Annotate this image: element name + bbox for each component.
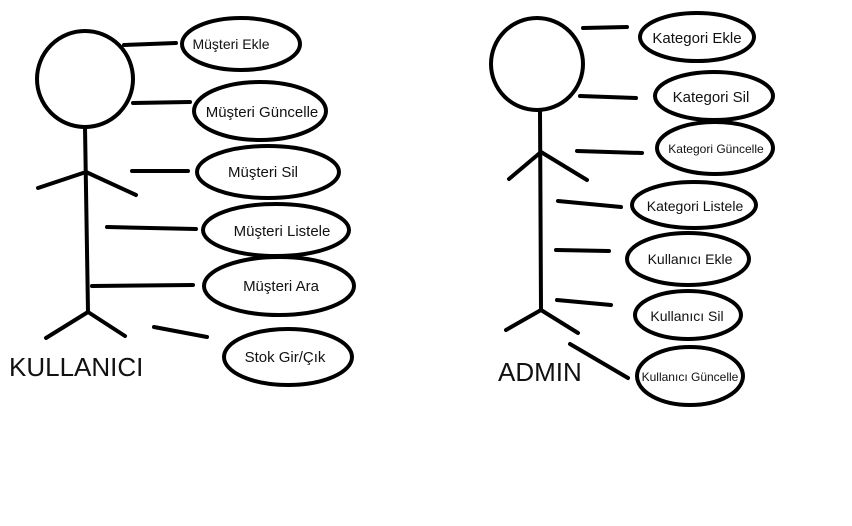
use-case-musteri-guncelle: Müşteri Güncelle <box>192 80 328 142</box>
actor-right-leg <box>539 308 580 335</box>
use-case-kategori-listele: Kategori Listele <box>630 180 758 230</box>
use-case-kategori-sil: Kategori Sil <box>653 70 775 122</box>
actor-head <box>489 16 585 112</box>
actor-body <box>538 108 543 312</box>
association-line <box>131 100 192 105</box>
user-associations <box>90 41 209 339</box>
actor-body <box>83 125 90 314</box>
use-case-label: Müşteri Listele <box>234 223 331 240</box>
use-case-label: Müşteri Sil <box>228 164 298 181</box>
actor-admin: ADMIN <box>489 16 589 387</box>
use-case-stok-gir-cik: Stok Gir/Çık <box>222 327 354 387</box>
use-case-label: Kategori Sil <box>673 89 750 106</box>
use-case-label: Kategori Listele <box>647 198 744 214</box>
actor-left-leg <box>44 310 90 340</box>
actor-head <box>35 29 135 129</box>
association-line <box>555 298 613 307</box>
use-case-label: Kategori Güncelle <box>668 142 764 156</box>
use-case-kullanici-guncelle: Kullanıcı Güncelle <box>635 345 745 407</box>
association-line <box>578 94 638 100</box>
use-case-label: Müşteri Ekle <box>192 36 269 52</box>
actor-left-arm <box>507 150 543 181</box>
association-line <box>554 248 611 253</box>
use-case-musteri-listele: Müşteri Listele <box>201 202 351 258</box>
association-line <box>568 342 630 380</box>
use-case-label: Kullanıcı Sil <box>650 308 723 324</box>
use-case-label: Müşteri Ara <box>243 278 320 295</box>
actor-left-arm <box>36 170 88 190</box>
use-case-label: Stok Gir/Çık <box>245 349 326 366</box>
actor-label: ADMIN <box>498 357 582 387</box>
use-case-label: Kullanıcı Ekle <box>648 251 733 267</box>
use-case-label: Müşteri Güncelle <box>206 104 319 121</box>
use-case-musteri-ekle: Müşteri Ekle <box>180 16 302 72</box>
use-case-musteri-sil: Müşteri Sil <box>195 144 341 200</box>
association-line <box>556 199 623 209</box>
use-case-kullanici-sil: Kullanıcı Sil <box>633 289 743 341</box>
use-case-kategori-guncelle: Kategori Güncelle <box>655 120 775 176</box>
actor-left-leg <box>504 308 543 332</box>
use-case-kullanici-ekle: Kullanıcı Ekle <box>625 231 751 287</box>
use-case-label: Kategori Ekle <box>652 30 741 47</box>
use-case-label: Kullanıcı Güncelle <box>642 370 739 384</box>
association-line <box>581 25 629 30</box>
use-case-musteri-ara: Müşteri Ara <box>202 255 356 317</box>
admin-associations <box>554 25 644 380</box>
association-line <box>122 41 178 47</box>
actor-right-leg <box>86 310 127 338</box>
actor-right-arm <box>84 170 138 197</box>
actor-kullanici: KULLANICI <box>9 29 143 382</box>
actor-label: KULLANICI <box>9 352 143 382</box>
association-line <box>90 283 195 288</box>
association-line <box>152 325 209 339</box>
association-line <box>575 149 644 155</box>
use-case-kategori-ekle: Kategori Ekle <box>638 11 756 63</box>
actor-right-arm <box>539 150 589 182</box>
association-line <box>105 225 198 231</box>
